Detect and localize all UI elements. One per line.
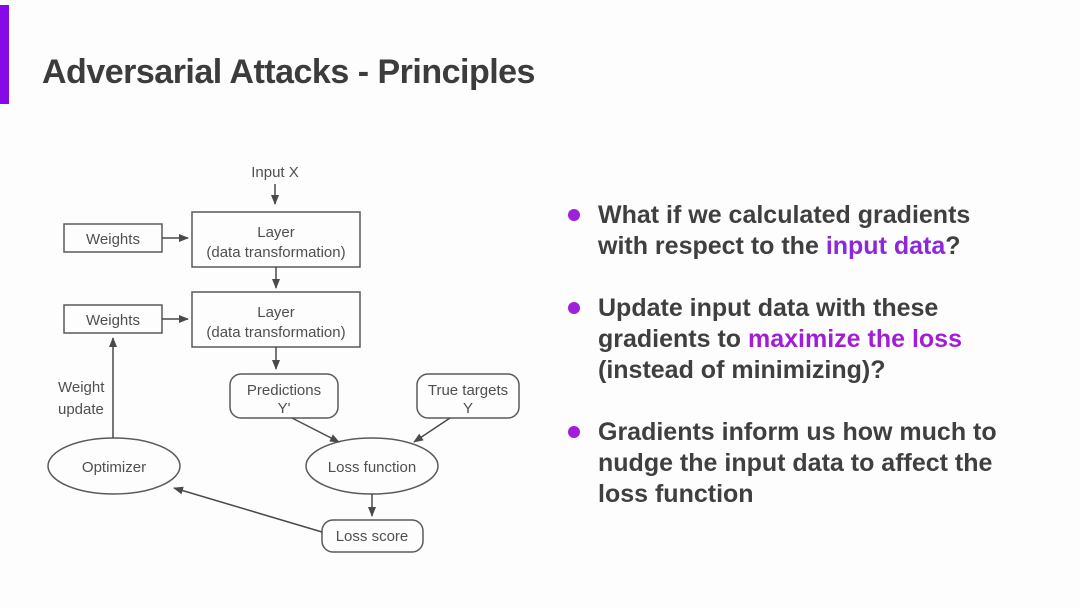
page-title: Adversarial Attacks - Principles bbox=[42, 52, 535, 91]
training-loop-diagram: Input X Layer (data transformation) Weig… bbox=[40, 150, 560, 580]
true-targets-label-line1: True targets bbox=[428, 382, 508, 399]
bullet-3-text: Gradients inform us how much to nudge th… bbox=[598, 418, 997, 508]
layer2-box bbox=[191, 291, 361, 348]
bullet-1-text-end: ? bbox=[945, 232, 961, 260]
true-targets-box bbox=[416, 373, 520, 419]
weights2-box bbox=[63, 304, 163, 334]
layer2-label-line1: Layer bbox=[257, 304, 295, 321]
bullet-item-3: Gradients inform us how much to nudge th… bbox=[566, 417, 1024, 510]
layer2-label-line2: (data transformation) bbox=[206, 324, 345, 341]
layer1-label-line1: Layer bbox=[257, 224, 295, 241]
arrow-predictions-to-loss-function bbox=[291, 417, 340, 443]
bullet-item-2: Update input data with these gradients t… bbox=[566, 293, 1024, 386]
accent-bar bbox=[0, 5, 9, 104]
bullet-dot-icon bbox=[568, 426, 580, 438]
loss-score-label: Loss score bbox=[336, 528, 409, 545]
input-x-label: Input X bbox=[251, 164, 299, 181]
arrow-loss-score-to-optimizer bbox=[173, 486, 323, 533]
predictions-label-line1: Predictions bbox=[247, 382, 321, 399]
optimizer-label: Optimizer bbox=[82, 459, 146, 476]
bullet-item-1: What if we calculated gradients with res… bbox=[566, 200, 1024, 262]
training-loop-diagram-svg: Input X Layer (data transformation) Weig… bbox=[47, 164, 520, 553]
bullet-2-text: Update input data with these gradients t… bbox=[598, 294, 939, 353]
true-targets-label-line2: Y bbox=[463, 400, 473, 417]
weight-update-label-line2: update bbox=[58, 401, 104, 418]
bullet-list: What if we calculated gradients with res… bbox=[566, 200, 1024, 541]
arrow-true-targets-to-loss-function bbox=[413, 417, 451, 443]
bullet-2-text-end: (instead of minimizing)? bbox=[598, 356, 886, 384]
bullet-1-text: What if we calculated gradients with res… bbox=[598, 201, 971, 260]
weights2-label: Weights bbox=[86, 312, 140, 329]
loss-function-label: Loss function bbox=[328, 459, 416, 476]
weights1-label: Weights bbox=[86, 231, 140, 248]
weights1-box bbox=[63, 223, 163, 253]
bullet-1-highlight: input data bbox=[825, 232, 946, 260]
predictions-label-line2: Y' bbox=[278, 400, 291, 417]
loss-score-box bbox=[321, 519, 424, 553]
predictions-box bbox=[229, 373, 339, 419]
bullet-2-highlight: maximize the loss bbox=[748, 325, 962, 353]
bullet-dot-icon bbox=[568, 302, 580, 314]
optimizer-ellipse bbox=[47, 437, 181, 495]
weight-update-label-line1: Weight bbox=[58, 379, 105, 396]
bullet-dot-icon bbox=[568, 209, 580, 221]
layer1-label-line2: (data transformation) bbox=[206, 244, 345, 261]
